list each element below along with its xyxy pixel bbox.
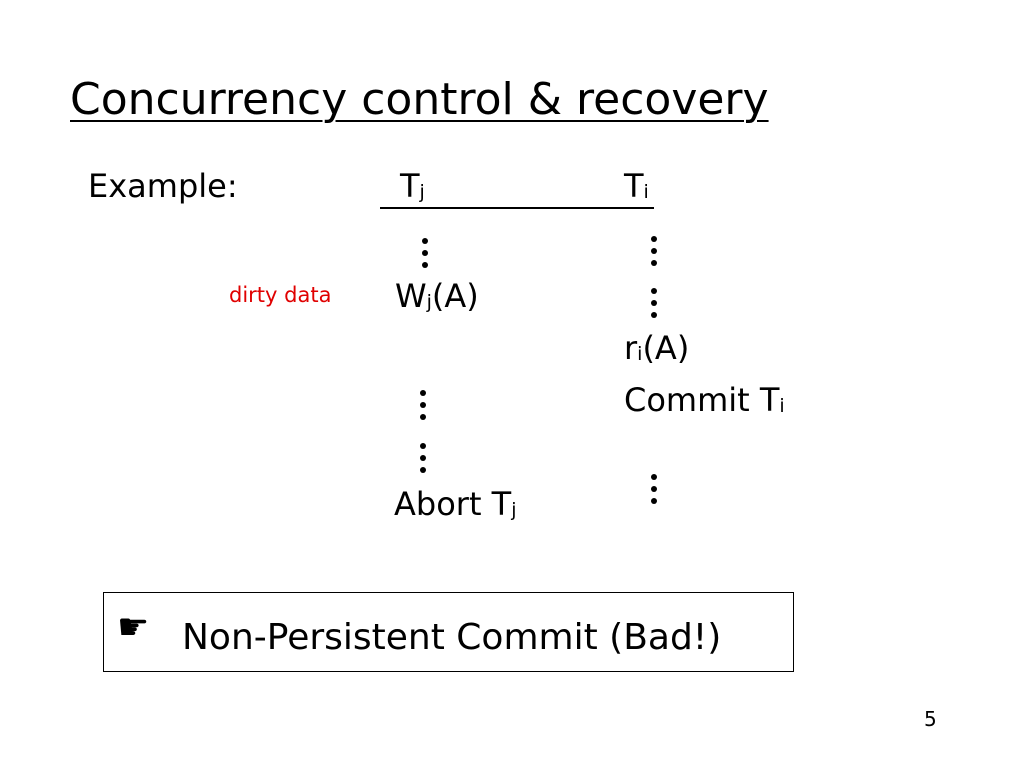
pointing-hand-icon: ☛	[117, 607, 150, 648]
write-base: W	[395, 277, 427, 315]
transaction-header-tj: Tj	[400, 166, 425, 212]
write-arg: (A)	[431, 277, 479, 315]
ti-ellipsis-2	[650, 288, 658, 318]
page-number: 5	[924, 707, 937, 731]
ti-ellipsis-3	[650, 474, 658, 504]
tj-ellipsis-1	[421, 238, 429, 268]
ti-base: T	[624, 167, 644, 205]
write-subscript: j	[426, 291, 432, 313]
commit-text: Commit T	[624, 381, 780, 419]
dirty-data-note: dirty data	[229, 283, 332, 307]
transaction-header-ti: Ti	[624, 166, 649, 212]
read-operation-ti: ri(A)	[624, 328, 689, 374]
header-underline	[380, 207, 654, 209]
callout-box	[103, 592, 794, 672]
tj-ellipsis-2	[419, 390, 427, 420]
slide-title: Concurrency control & recovery	[70, 74, 769, 125]
abort-text: Abort T	[394, 485, 512, 523]
abort-subscript: j	[511, 499, 517, 521]
ti-ellipsis-1	[650, 236, 658, 266]
tj-subscript: j	[419, 181, 425, 203]
example-label: Example:	[88, 167, 238, 205]
read-subscript: i	[637, 343, 643, 365]
commit-subscript: i	[779, 395, 785, 417]
read-arg: (A)	[642, 329, 690, 367]
tj-ellipsis-3	[419, 443, 427, 473]
read-base: r	[624, 329, 638, 367]
write-operation-tj: Wj(A)	[395, 276, 479, 322]
tj-base: T	[400, 167, 420, 205]
ti-subscript: i	[643, 181, 649, 203]
abort-operation-tj: Abort Tj	[394, 484, 516, 530]
callout-text: Non-Persistent Commit (Bad!)	[182, 617, 722, 658]
commit-operation-ti: Commit Ti	[624, 380, 785, 426]
